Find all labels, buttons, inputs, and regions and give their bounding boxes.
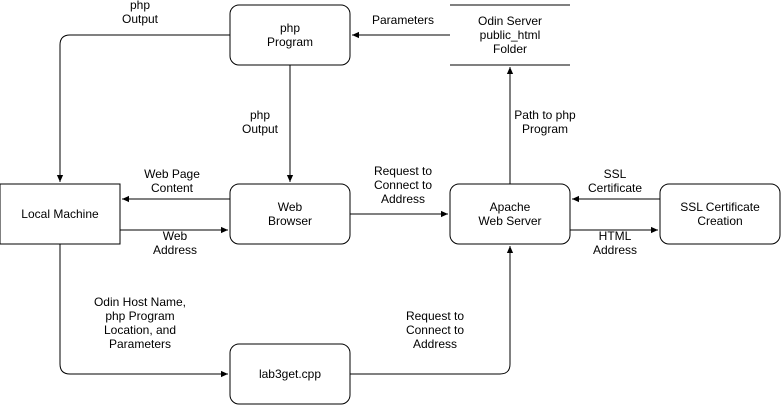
label-line: Address <box>413 337 457 351</box>
label-line: Local Machine <box>21 207 99 221</box>
label-line: Creation <box>697 214 742 228</box>
edge-lab3get-to-apache <box>350 246 514 375</box>
label-line: php <box>250 108 270 122</box>
label-line: Path to php <box>514 108 576 122</box>
label-line: Browser <box>268 214 312 228</box>
label-line: Web Page <box>144 167 200 181</box>
label-line: Request to <box>406 309 464 323</box>
label-line: Address <box>381 192 425 206</box>
label-line: Apache <box>490 200 531 214</box>
label-line: SSL Certificate <box>680 200 760 214</box>
ssl-certificate-creation-box <box>659 183 781 245</box>
label-line: Output <box>242 122 279 136</box>
label-line: SSL <box>604 167 627 181</box>
lab3get-label: lab3get.cpp <box>259 367 321 381</box>
label-line: Request to <box>374 164 432 178</box>
label-line: Location, and <box>104 323 176 337</box>
label-line: Certificate <box>588 181 642 195</box>
label-line: Web <box>163 229 188 243</box>
label-line: lab3get.cpp <box>259 367 321 381</box>
label-line: Program <box>522 122 568 136</box>
label-line: Program <box>267 35 313 49</box>
odin-server-folder <box>450 4 570 66</box>
edge-label-parameters: Parameters <box>372 13 434 27</box>
label-line: Output <box>122 12 159 26</box>
local-machine-box <box>0 183 121 245</box>
label-line: php Program <box>105 309 174 323</box>
label-line: Parameters <box>109 337 171 351</box>
label-line: Address <box>593 243 637 257</box>
label-line: Folder <box>493 42 527 56</box>
label-line: Parameters <box>372 13 434 27</box>
label-line: php <box>280 21 300 35</box>
local-machine-label: Local Machine <box>21 207 99 221</box>
label-line: Connect to <box>406 323 464 337</box>
label-line: public_html <box>480 28 541 42</box>
label-line: Odin Server <box>478 14 542 28</box>
label-line: Content <box>151 181 194 195</box>
label-line: Address <box>153 243 197 257</box>
label-line: Odin Host Name, <box>94 295 186 309</box>
edge-local-machine-to-lab3get <box>59 244 228 378</box>
label-line: php <box>130 0 150 12</box>
label-line: Web <box>278 200 303 214</box>
label-line: Web Server <box>478 214 541 228</box>
label-line: Connect to <box>374 178 432 192</box>
label-line: HTML <box>599 229 632 243</box>
edge-php-program-to-local-machine <box>56 34 230 182</box>
